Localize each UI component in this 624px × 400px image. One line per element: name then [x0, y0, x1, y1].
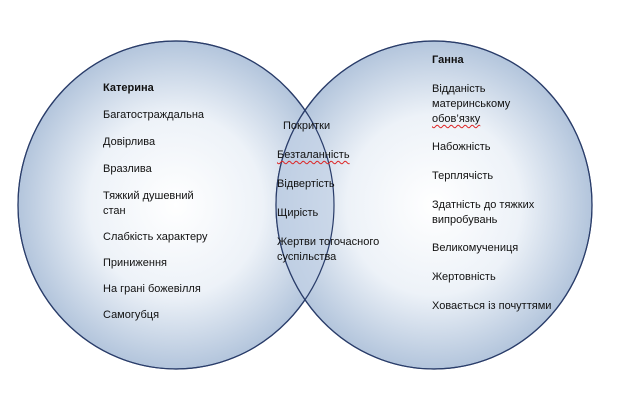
left-set-title: Катерина — [103, 82, 154, 94]
intersection-item: Безталанність — [277, 149, 350, 161]
right-item: Жертовність — [432, 271, 496, 283]
left-item: Приниження — [103, 257, 167, 269]
intersection-item: суспільства — [277, 251, 337, 263]
intersection-item: Жертви тогочасного — [277, 236, 380, 248]
right-set-title: Ганна — [432, 54, 464, 66]
left-item: Тяжкий душевний — [103, 190, 194, 202]
right-item: Терплячість — [432, 170, 494, 182]
right-item: обов’язку — [432, 113, 481, 125]
left-item: стан — [103, 205, 126, 217]
left-item: Самогубця — [103, 309, 160, 321]
right-item: Здатність до тяжких — [432, 199, 535, 211]
right-item: материнському — [432, 98, 511, 110]
left-item: Довірлива — [103, 136, 156, 148]
right-item: Великомучениця — [432, 242, 519, 254]
right-item: Ховається із почуттями — [432, 300, 552, 312]
right-item: Відданість — [432, 83, 486, 95]
right-item: Набожність — [432, 141, 491, 153]
intersection-item: Відвертість — [277, 178, 335, 190]
intersection-item: Щирість — [277, 207, 319, 219]
left-item: Вразлива — [103, 163, 152, 175]
right-item: випробувань — [432, 214, 498, 226]
intersection-item: Покритки — [283, 120, 331, 132]
left-item: Слабкість характеру — [103, 231, 208, 243]
left-item: На грані божевілля — [103, 283, 201, 295]
left-item: Багатостраждальна — [103, 109, 205, 121]
